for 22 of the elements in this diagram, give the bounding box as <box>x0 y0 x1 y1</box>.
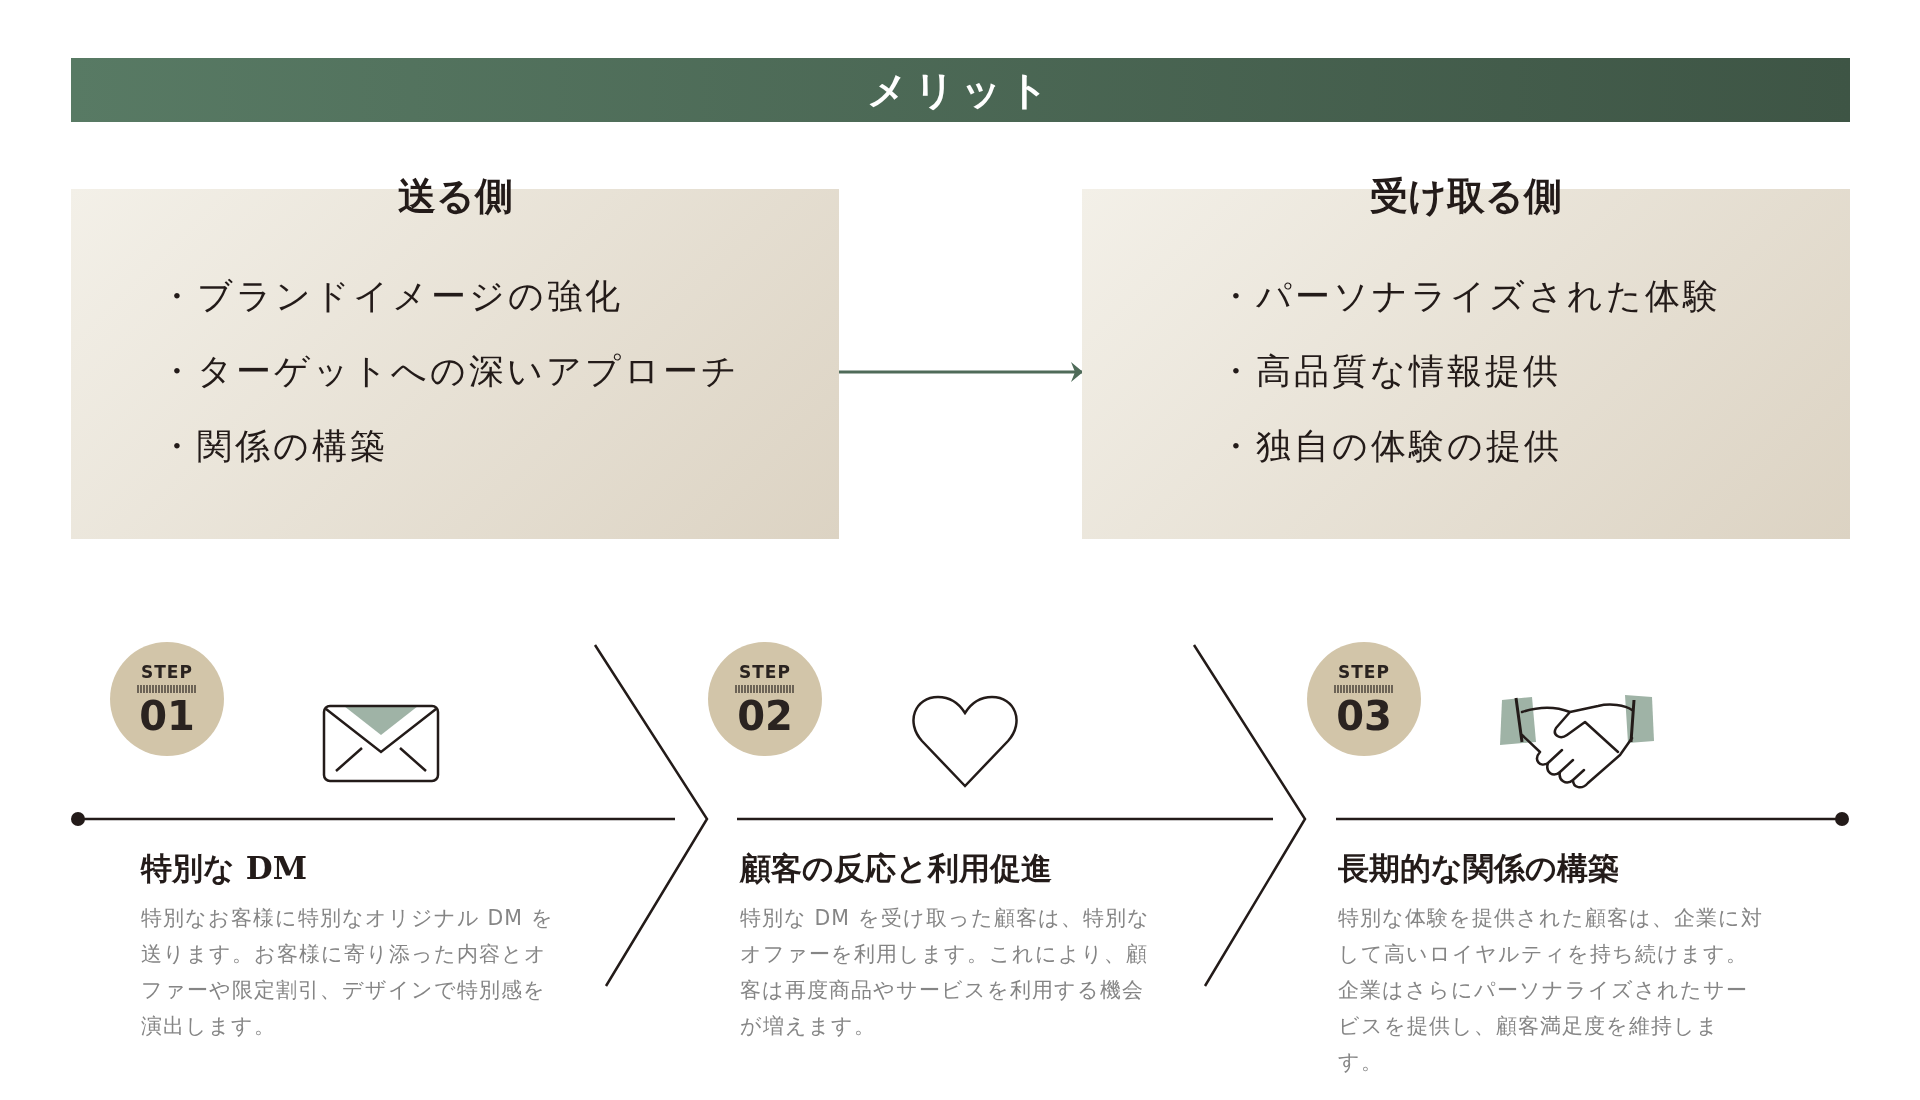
step-description: 特別な DM を受け取った顧客は、特別なオファーを利用します。これにより、顧客は再度商品やサービスを利用する機会が増えます。 <box>740 905 1151 1040</box>
bullet-item: ・パーソナライズされた体験 <box>1218 275 1721 318</box>
bullet-item: ・独自の体験の提供 <box>1218 425 1562 468</box>
step-number: 01 <box>138 694 196 738</box>
step-label: STEP <box>1337 662 1391 682</box>
step-number: 02 <box>736 694 794 738</box>
step-heading: 顧客の反応と利用促進 <box>740 849 1052 888</box>
bullet-item: ・ターゲットへの深いアプローチ <box>159 350 740 393</box>
step-label: STEP <box>140 662 194 682</box>
step-label: STEP <box>738 662 792 682</box>
step-description: 特別なお客様に特別なオリジナル DM を送ります。お客様に寄り添った内容とオファーや限定割引、デザインで特別感を演出します。 <box>141 905 555 1040</box>
panel-heading: 受け取る側 <box>1369 172 1563 220</box>
arrow <box>839 362 1083 382</box>
step-heading: 長期的な関係の構築 <box>1338 849 1619 888</box>
step-number: 03 <box>1335 694 1393 738</box>
title: メリット <box>866 64 1055 115</box>
step-heading: 特別な DM <box>141 849 307 888</box>
bullet-item: ・ブランドイメージの強化 <box>159 275 623 318</box>
step-description: 特別な体験を提供された顧客は、企業に対して高いロイヤルティを持ち続けます。企業はさらにパーソナライズされたサービスを提供し、顧客満足度を維持します。 <box>1338 905 1763 1076</box>
panel-heading: 送る側 <box>396 172 514 220</box>
bullet-item: ・関係の構築 <box>159 425 388 468</box>
bullet-item: ・高品質な情報提供 <box>1218 350 1561 393</box>
